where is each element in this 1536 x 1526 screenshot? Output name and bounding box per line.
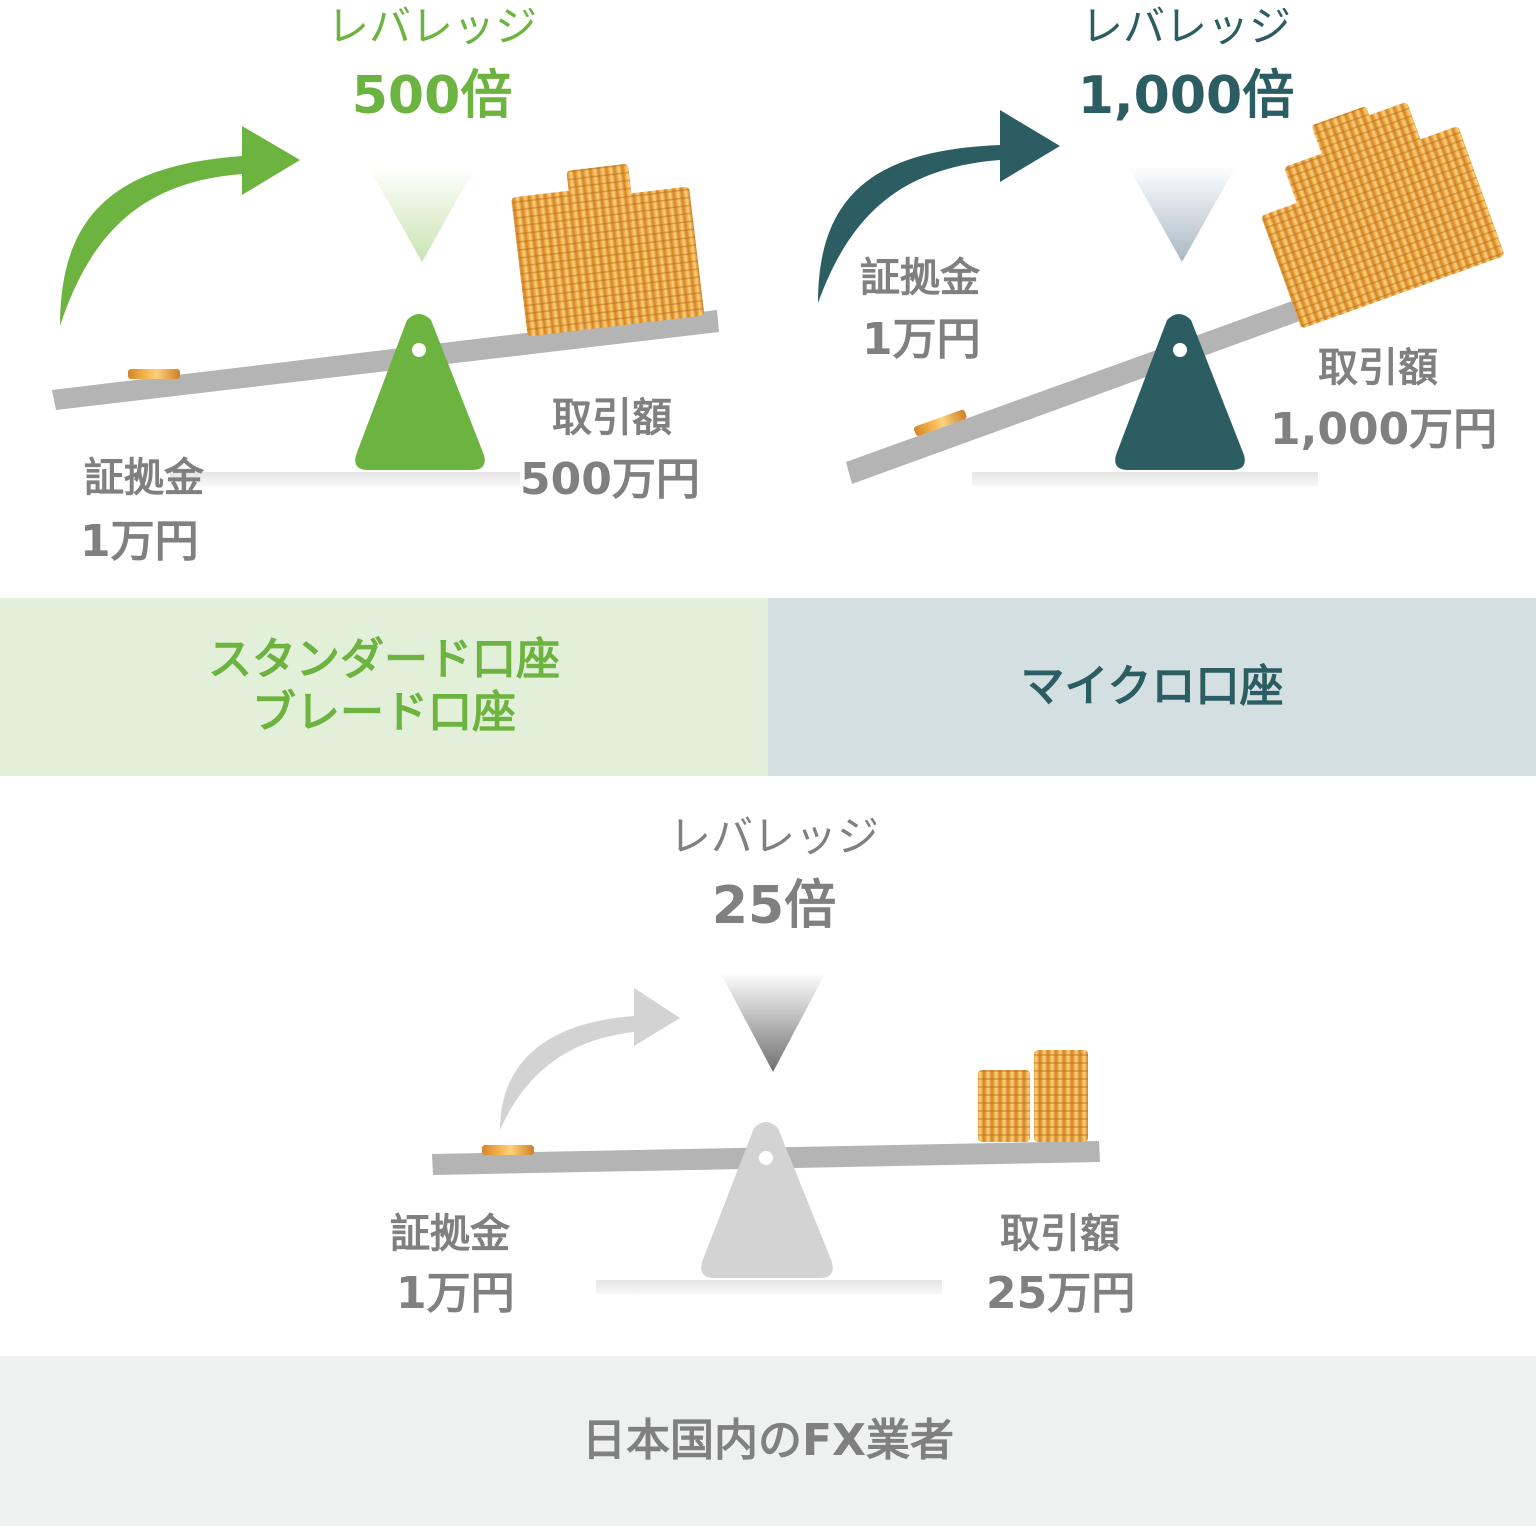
curved-arrow-icon	[60, 126, 300, 326]
blade-account-label: ブレード口座	[252, 687, 516, 738]
domestic-broker-label: 日本国内のFX業者	[582, 1414, 954, 1466]
standard-leverage-multiplier: 500倍	[351, 66, 513, 126]
micro-account-band: マイクロ口座	[768, 598, 1536, 776]
standard-leverage-word: レバレッジ	[326, 2, 537, 51]
domestic-trade-value: 25万円	[986, 1268, 1136, 1319]
micro-account-label: マイクロ口座	[1020, 660, 1284, 712]
coin-stack-icon	[978, 1050, 1088, 1142]
coin-icon	[914, 409, 967, 436]
coin-icon	[482, 1145, 534, 1155]
micro-band-bg	[768, 598, 1536, 776]
domestic-leverage-multiplier: 25倍	[711, 876, 837, 936]
seesaw-icon	[701, 1122, 833, 1278]
floor-shadow	[972, 472, 1318, 486]
coin-stack-icon	[511, 163, 704, 337]
domestic-margin-label: 証拠金	[390, 1211, 510, 1257]
micro-margin-value: 1万円	[862, 314, 981, 365]
domestic-margin-value: 1万円	[396, 1268, 515, 1319]
domestic-panel-graphics	[432, 972, 1100, 1294]
standard-margin-label: 証拠金	[84, 455, 204, 501]
standard-account-label: スタンダード口座	[208, 634, 560, 686]
standard-trade-value: 500万円	[520, 454, 700, 505]
down-triangle-icon	[368, 166, 476, 262]
standard-panel-graphics	[52, 126, 719, 486]
micro-leverage-multiplier: 1,000倍	[1077, 66, 1295, 126]
domestic-band-bg	[0, 1356, 1536, 1526]
micro-trade-label: 取引額	[1318, 345, 1438, 391]
coin-stack-icon	[1262, 102, 1504, 328]
standard-margin-value: 1万円	[80, 516, 199, 567]
down-triangle-icon	[1128, 166, 1236, 262]
standard-band-bg	[0, 598, 768, 776]
coin-icon	[128, 369, 180, 379]
standard-trade-label: 取引額	[552, 395, 672, 441]
curved-arrow-icon	[818, 110, 1060, 303]
floor-shadow	[170, 472, 520, 486]
seesaw-icon	[1115, 314, 1245, 470]
floor-shadow	[596, 1280, 942, 1294]
down-triangle-icon	[720, 972, 826, 1072]
seesaw-icon	[355, 314, 485, 470]
seesaw-beam	[52, 310, 719, 410]
micro-margin-label: 証拠金	[860, 255, 980, 301]
micro-panel-graphics	[818, 102, 1504, 486]
curved-arrow-icon	[500, 988, 680, 1130]
micro-trade-value: 1,000万円	[1270, 404, 1498, 455]
domestic-trade-label: 取引額	[1000, 1211, 1120, 1257]
micro-leverage-word: レバレッジ	[1080, 2, 1291, 51]
standard-account-band: スタンダード口座 ブレード口座	[0, 598, 768, 776]
domestic-leverage-word: レバレッジ	[668, 812, 879, 861]
domestic-broker-band: 日本国内のFX業者	[0, 1356, 1536, 1526]
